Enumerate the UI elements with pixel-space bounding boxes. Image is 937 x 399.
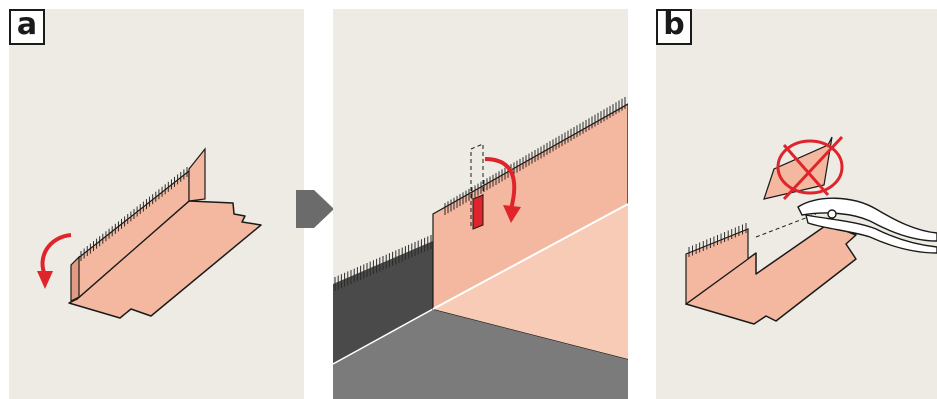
chevron-right-icon [296,186,336,232]
red-tab [473,195,483,229]
panel-b [656,9,937,399]
bracket-left-tab [71,257,79,301]
panel-middle [333,9,628,399]
curved-arrow-icon [37,235,71,289]
panel-a-illustration [9,9,304,399]
panel-a-label: a [9,9,45,45]
panel-a [9,9,304,399]
bracket-tab [189,149,205,201]
panel-b-illustration [656,9,937,399]
panel-middle-illustration [333,9,628,399]
panel-b-label: b [656,9,692,45]
